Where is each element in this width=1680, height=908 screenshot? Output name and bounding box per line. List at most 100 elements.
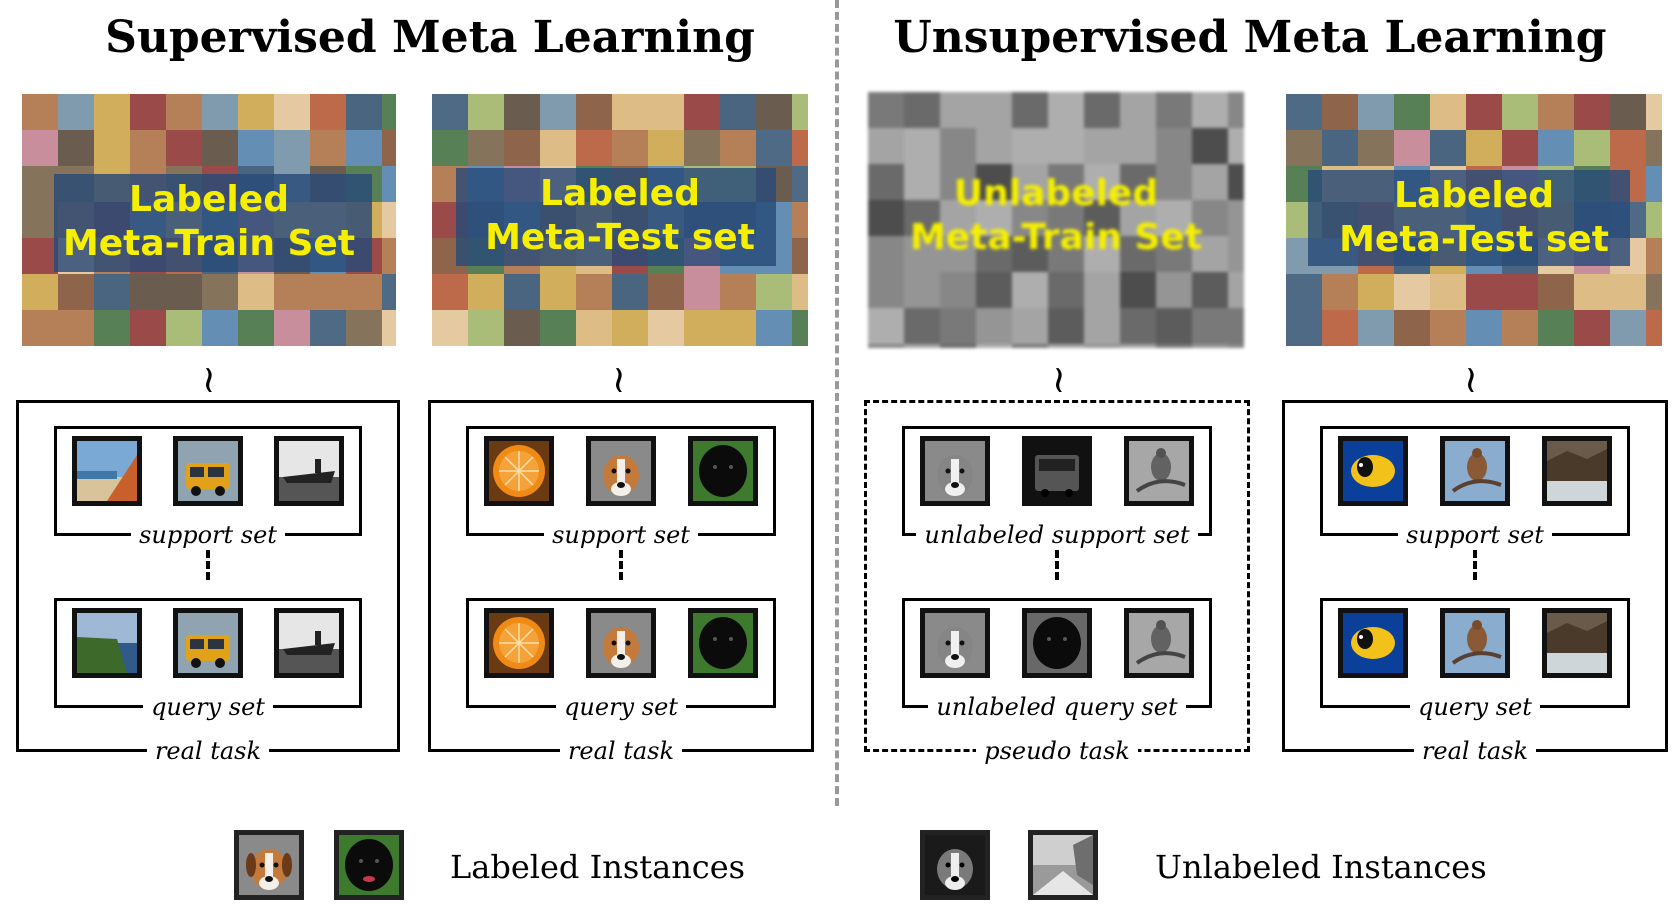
dataset-mosaic-tile — [1610, 274, 1646, 310]
label-text: query set — [1410, 693, 1540, 721]
support-set-label: support set — [428, 520, 814, 550]
dataset-mosaic-tile — [612, 274, 648, 310]
dataset-mosaic-tile — [468, 274, 504, 310]
dataset-mosaic-tile — [1610, 130, 1646, 166]
dataset-mosaic-tile — [1084, 92, 1120, 128]
dog-picture — [239, 835, 299, 895]
dataset-mosaic-tile — [202, 130, 238, 166]
dataset-mosaic-tile — [58, 94, 94, 130]
bird-thumb — [1124, 608, 1194, 678]
sample-tilde: ~ — [1038, 364, 1082, 396]
black-dog-image — [1027, 613, 1087, 673]
dataset-mosaic-tile — [22, 130, 58, 166]
dataset-mosaic-tile — [1394, 94, 1430, 130]
dataset-mosaic-tile — [792, 274, 808, 310]
dataset-mosaic-tile — [1120, 164, 1156, 200]
title-supervised: Supervised Meta Learning — [105, 12, 755, 63]
dataset-mosaic-tile — [382, 274, 396, 310]
dataset-mosaic-tile — [792, 130, 808, 166]
dataset-mosaic-tile — [976, 308, 1012, 344]
sample-tilde: ~ — [1450, 364, 1494, 396]
dataset-mosaic-tile — [1466, 274, 1502, 310]
dataset-mosaic-tile — [166, 310, 202, 346]
dataset-label: Labeled Meta-Test set — [432, 172, 808, 260]
dataset-mosaic-tile — [274, 274, 310, 310]
dataset-mosaic-tile — [904, 308, 940, 344]
dataset-mosaic-tile — [1286, 274, 1322, 310]
dataset-mosaic-tile — [1322, 310, 1358, 346]
dataset-mosaic-tile — [756, 94, 792, 130]
dataset-label-overlay — [54, 174, 372, 272]
dataset-mosaic-tile — [540, 310, 576, 346]
support-set-label: support set — [16, 520, 400, 550]
dataset-mosaic-tile — [432, 94, 468, 130]
dog-image — [591, 441, 651, 501]
dataset-mosaic-tile — [1228, 164, 1244, 200]
dataset-mosaic-tile — [684, 274, 720, 310]
orange-image — [489, 441, 549, 501]
beach-cliff-image — [77, 441, 137, 501]
dataset-mosaic-tile — [1012, 236, 1048, 272]
dataset-mosaic-tile — [720, 274, 756, 310]
dataset-mosaic-tile — [382, 202, 396, 238]
dataset-mosaic-tile — [1646, 310, 1662, 346]
support-set-label: support set — [1282, 520, 1668, 550]
bird-thumb — [1440, 608, 1510, 678]
dataset-mosaic-tile — [468, 94, 504, 130]
dataset-mosaic-tile — [1012, 200, 1048, 236]
dataset-mosaic-tile — [1156, 236, 1192, 272]
dataset-mosaic-tile — [1120, 200, 1156, 236]
dataset-mosaic-tile — [1228, 128, 1244, 164]
dataset-mosaic-tile — [1538, 94, 1574, 130]
dataset-mosaic-tile — [166, 94, 202, 130]
dataset-mosaic-tile — [1358, 94, 1394, 130]
aircraft-carrier-thumb — [274, 436, 344, 506]
dataset-mosaic-tile — [1502, 310, 1538, 346]
dataset-label-line1: Unlabeled — [953, 173, 1159, 214]
fish-image — [1343, 441, 1403, 501]
aircraft-carrier-thumb — [274, 608, 344, 678]
dataset-mosaic-tile — [1048, 236, 1084, 272]
dataset-mosaic-tile — [1084, 164, 1120, 200]
label-text: support set — [1398, 521, 1552, 549]
dataset-mosaic-tile — [940, 272, 976, 308]
dataset-mosaic-tile — [94, 94, 130, 130]
dataset-mosaic-tile — [684, 94, 720, 130]
dataset-mosaic-tile — [1430, 130, 1466, 166]
query-set-label: query set — [1282, 692, 1668, 722]
dataset-mosaic-tile — [1192, 92, 1228, 128]
dataset-mosaic-tile — [904, 344, 940, 348]
dataset-label-line1: Labeled — [1394, 175, 1554, 216]
dataset-mosaic-tile — [868, 92, 904, 128]
dataset-mosaic-tile — [238, 130, 274, 166]
gray-beach-picture — [1033, 835, 1093, 895]
dataset-mosaic-tile — [904, 164, 940, 200]
dataset-mosaic-tile — [976, 272, 1012, 308]
bird-thumb — [1440, 436, 1510, 506]
dataset-mosaic-tile — [576, 310, 612, 346]
dataset-mosaic-tile — [684, 310, 720, 346]
dataset-mosaic-tile — [756, 310, 792, 346]
black-dog-picture — [339, 835, 399, 895]
dataset-mosaic-tile — [382, 130, 396, 166]
rock-coast-image — [1547, 613, 1607, 673]
dataset-mosaic-tile — [1048, 92, 1084, 128]
dataset-mosaic-tile — [1322, 94, 1358, 130]
dataset-mosaic-tile — [1120, 236, 1156, 272]
dataset-mosaic-tile — [1012, 92, 1048, 128]
dataset-mosaic-tile — [1466, 94, 1502, 130]
dataset-mosaic-tile — [58, 310, 94, 346]
dataset-mosaic-tile — [382, 166, 396, 202]
legend-gray-beach-image — [1028, 830, 1098, 900]
dataset-mosaic-tile — [1646, 166, 1662, 202]
dataset-mosaic-tile — [1646, 238, 1662, 274]
dog-thumb — [586, 608, 656, 678]
dataset-mosaic-tile — [310, 310, 346, 346]
dataset-mosaic-tile — [976, 200, 1012, 236]
school-bus-thumb — [173, 436, 243, 506]
task-type-label: real task — [1282, 736, 1668, 766]
sea-cliff-image — [77, 613, 137, 673]
dataset-mosaic-tile — [976, 92, 1012, 128]
dataset-label-line1: Labeled — [540, 173, 700, 214]
dataset-mosaic-tile — [1574, 310, 1610, 346]
